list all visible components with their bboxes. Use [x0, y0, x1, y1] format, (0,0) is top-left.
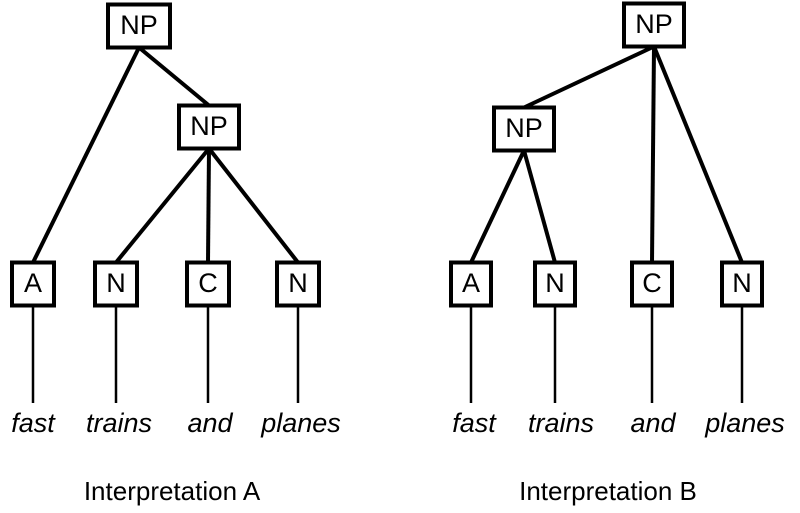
word-label-a-2: trains [86, 408, 152, 438]
node-label-a-leaf-2: N [106, 268, 126, 298]
node-label-b-np-root: NP [635, 9, 673, 39]
node-label-b-np-inner: NP [505, 113, 543, 143]
tree-node-a-leaf-1: A [10, 260, 56, 308]
tree-edge-a-np-root-to-a-leaf-1 [31, 46, 141, 264]
node-box-a-np-inner [177, 103, 241, 151]
node-label-a-np-root: NP [120, 10, 158, 40]
panel-captions-layer: Interpretation A Interpretation B [84, 476, 697, 506]
word-label-b-1: fast [452, 408, 497, 438]
tree-node-b-leaf-1: A [449, 260, 493, 308]
node-label-a-leaf-4: N [288, 268, 308, 298]
tree-edge-b-np-inner-to-b-leaf-1 [469, 149, 526, 264]
tree-node-b-np-inner: NP [492, 105, 556, 153]
node-box-a-leaf-3 [185, 260, 231, 308]
tree-node-b-leaf-4: N [720, 260, 764, 308]
word-label-a-1: fast [11, 408, 56, 438]
tree-edge-b-np-root-to-b-np-inner [523, 44, 655, 110]
node-label-a-leaf-3: C [198, 268, 218, 298]
tree-edge-a-np-inner-to-a-leaf-3 [206, 148, 211, 263]
tree-node-a-leaf-4: N [275, 260, 321, 308]
panel-caption-a: Interpretation A [84, 476, 261, 506]
word-label-b-4: planes [704, 408, 785, 438]
node-label-b-leaf-3: C [642, 268, 662, 298]
node-box-b-leaf-3 [630, 260, 674, 308]
tree-edge-a-np-inner-to-a-leaf-4 [207, 147, 300, 264]
word-label-a-4: planes [260, 408, 341, 438]
tree-nodes-layer: NP NP A N C N NP NP A N C N [10, 1, 764, 308]
leaf-stems-layer [31, 305, 744, 403]
tree-edge-a-np-inner-to-a-leaf-2 [114, 147, 211, 264]
node-box-b-np-inner [492, 105, 556, 153]
node-label-b-leaf-4: N [732, 268, 752, 298]
node-box-a-leaf-1 [10, 260, 56, 308]
word-label-a-3: and [187, 408, 233, 438]
tree-edge-a-np-root-to-a-np-inner [137, 45, 211, 108]
word-label-b-2: trains [528, 408, 594, 438]
node-box-b-leaf-2 [533, 260, 577, 308]
tree-node-b-np-root: NP [622, 1, 686, 49]
tree-edge-b-np-root-to-b-leaf-4 [652, 45, 744, 264]
word-labels-layer: fast trains and planes fast trains and planes [11, 408, 785, 438]
tree-node-a-leaf-3: C [185, 260, 231, 308]
word-label-b-3: and [630, 408, 676, 438]
panel-caption-b: Interpretation B [519, 476, 697, 506]
node-box-b-np-root [622, 1, 686, 49]
tree-edge-b-np-root-to-b-leaf-3 [650, 46, 656, 263]
tree-node-a-np-inner: NP [177, 103, 241, 151]
tree-edges-layer [31, 44, 744, 264]
node-box-b-leaf-1 [449, 260, 493, 308]
node-box-a-leaf-4 [275, 260, 321, 308]
tree-node-a-leaf-2: N [93, 260, 139, 308]
tree-node-b-leaf-2: N [533, 260, 577, 308]
node-box-b-leaf-4 [720, 260, 764, 308]
tree-node-a-np-root: NP [106, 2, 172, 50]
node-label-a-leaf-1: A [24, 268, 42, 298]
node-box-a-leaf-2 [93, 260, 139, 308]
node-label-b-leaf-1: A [462, 268, 480, 298]
tree-node-b-leaf-3: C [630, 260, 674, 308]
node-label-b-leaf-2: N [545, 268, 565, 298]
node-label-a-np-inner: NP [190, 111, 228, 141]
node-box-a-np-root [106, 2, 172, 50]
tree-edge-b-np-inner-to-b-leaf-2 [522, 149, 557, 264]
